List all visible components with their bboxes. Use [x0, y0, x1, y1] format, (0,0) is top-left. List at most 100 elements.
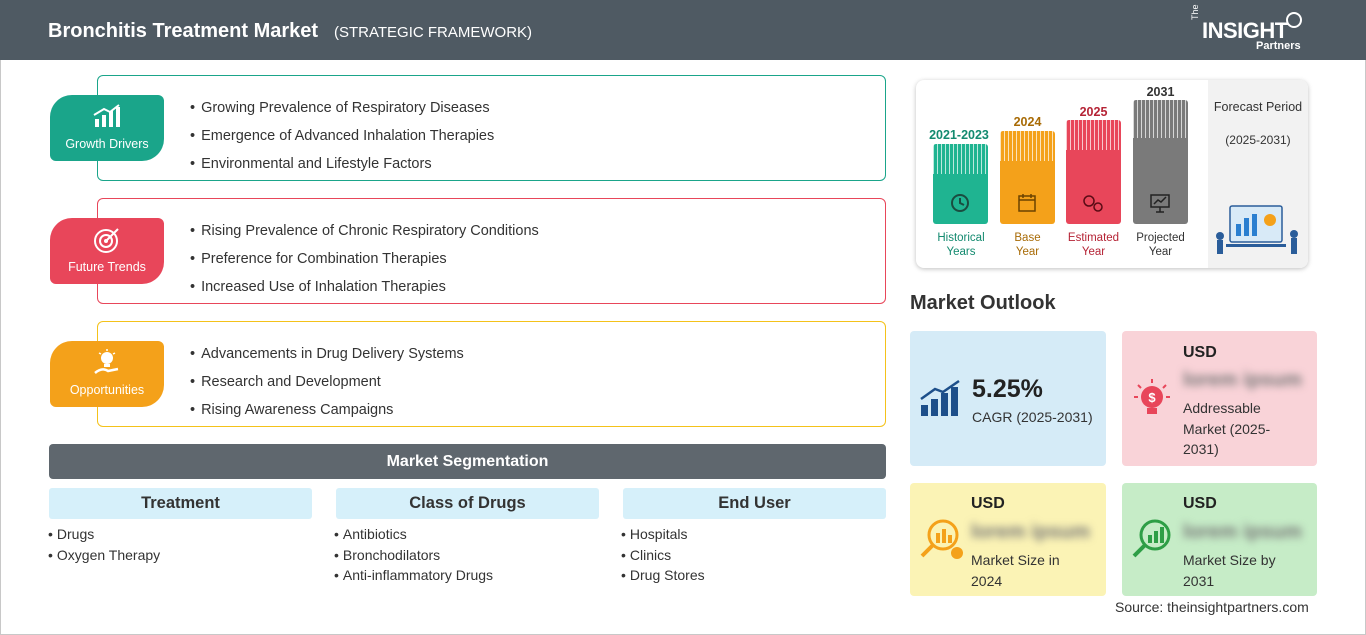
- growth-drivers-badge: Growth Drivers: [50, 95, 164, 161]
- bar-stripes: [933, 144, 988, 174]
- magnifier-growth-icon: [1132, 519, 1171, 558]
- list-item: Oxygen Therapy: [48, 545, 160, 566]
- cagr-card: 5.25% CAGR (2025-2031): [910, 331, 1106, 466]
- future-trends-list: Rising Prevalence of Chronic Respiratory…: [190, 217, 539, 301]
- segment-class-of-drugs-head: Class of Drugs: [336, 488, 599, 519]
- opportunities-list: Advancements in Drug Delivery Systems Re…: [190, 340, 464, 424]
- forecast-title-text: Forecast Period: [1213, 100, 1303, 114]
- segment-class-of-drugs-list: Antibiotics Bronchodilators Anti-inflamm…: [334, 524, 493, 586]
- gears-icon: [1083, 195, 1103, 212]
- presentation-board-icon: [1150, 194, 1170, 213]
- segment-treatment-list: Drugs Oxygen Therapy: [48, 524, 160, 565]
- opportunities-badge: Opportunities: [50, 341, 164, 407]
- addressable-market-card: $ USD lorem ipsum Addressable Market (20…: [1122, 331, 1317, 466]
- addressable-label: Addressable Market (2025-2031): [1183, 400, 1271, 457]
- caption-line: Year: [1148, 246, 1173, 258]
- list-item: Research and Development: [190, 368, 464, 396]
- caption-line: Estimated: [1067, 232, 1120, 244]
- logo-the-text: The: [1190, 4, 1200, 20]
- list-item: Rising Prevalence of Chronic Respiratory…: [190, 217, 539, 245]
- size-2031-usd-label: USD: [1183, 495, 1217, 512]
- money-bulb-icon: $: [1134, 379, 1170, 414]
- segment-end-user-head: End User: [623, 488, 886, 519]
- list-item: Rising Awareness Campaigns: [190, 396, 464, 424]
- caption-line: Historical: [937, 232, 985, 244]
- list-item: Growing Prevalence of Respiratory Diseas…: [190, 94, 494, 122]
- list-item: Advancements in Drug Delivery Systems: [190, 340, 464, 368]
- market-size-2031-card: USD lorem ipsum Market Size by 2031: [1122, 483, 1317, 596]
- page-title: Bronchitis Treatment Market: [48, 20, 319, 42]
- caption-line: Projected: [1136, 232, 1185, 244]
- forecast-title: Forecast Period: [1208, 100, 1308, 115]
- forecast-panel: Forecast Period (2025-2031): [1208, 80, 1308, 268]
- list-item: Preference for Combination Therapies: [190, 245, 539, 273]
- caption-line: Base: [1014, 232, 1041, 244]
- list-item: Hospitals: [621, 524, 705, 545]
- segment-treatment-head: Treatment: [49, 488, 312, 519]
- forecast-range: (2025-2031): [1225, 133, 1291, 147]
- size-2024-value-blurred: lorem ipsum: [971, 521, 1090, 543]
- addressable-usd-label: USD: [1183, 344, 1217, 361]
- calendar-icon: [1018, 194, 1036, 212]
- bar-chart-growth-icon: [93, 104, 120, 127]
- list-item: Clinics: [621, 545, 705, 566]
- cagr-value: 5.25%: [972, 375, 1043, 403]
- timeline-bar-historical: [933, 144, 988, 224]
- segment-end-user-list: Hospitals Clinics Drug Stores: [621, 524, 705, 586]
- logo-ring-icon: [1286, 12, 1302, 28]
- source-text: Source: theinsightpartners.com: [1115, 599, 1309, 615]
- timeline-bar-estimated: [1066, 120, 1121, 224]
- header-bar: Bronchitis Treatment Market (STRATEGIC F…: [0, 0, 1366, 60]
- lightbulb-hand-icon: [94, 349, 119, 374]
- future-trends-badge: Future Trends: [50, 218, 164, 284]
- list-item: Antibiotics: [334, 524, 493, 545]
- market-outlook-title: Market Outlook: [910, 292, 1056, 314]
- list-item: Emergence of Advanced Inhalation Therapi…: [190, 122, 494, 150]
- size-2031-label: Market Size by 2031: [1183, 552, 1276, 589]
- page-subtitle: (STRATEGIC FRAMEWORK): [334, 24, 533, 41]
- timeline-caption-base: Base Year: [1000, 231, 1055, 259]
- timeline-year-estimated: 2025: [1079, 105, 1108, 119]
- future-trends-label: Future Trends: [68, 260, 146, 274]
- target-icon: [94, 228, 119, 253]
- size-2031-value-blurred: lorem ipsum: [1183, 521, 1302, 543]
- caption-line: Year: [1081, 246, 1106, 258]
- timeline-year-projected: 2031: [1146, 85, 1175, 99]
- growth-drivers-list: Growing Prevalence of Respiratory Diseas…: [190, 94, 494, 178]
- timeline-bar-projected: [1133, 100, 1188, 224]
- history-clock-icon: [951, 194, 969, 212]
- list-item: Environmental and Lifestyle Factors: [190, 150, 494, 178]
- list-item: Drugs: [48, 524, 160, 545]
- list-item: Bronchodilators: [334, 545, 493, 566]
- cagr-label: CAGR (2025-2031): [972, 409, 1093, 425]
- insight-partners-logo: The INSIGHT Partners: [1190, 4, 1310, 54]
- growth-bars-icon: [920, 379, 960, 416]
- market-size-2024-card: USD lorem ipsum Market Size in 2024: [910, 483, 1106, 596]
- timeline-caption-projected: Projected Year: [1127, 231, 1194, 259]
- opportunities-box: Advancements in Drug Delivery Systems Re…: [97, 321, 886, 427]
- size-2024-usd-label: USD: [971, 495, 1005, 512]
- timeline-caption-historical: Historical Years: [924, 231, 998, 259]
- future-trends-box: Rising Prevalence of Chronic Respiratory…: [97, 198, 886, 304]
- bar-stripes: [1066, 120, 1121, 150]
- list-item: Anti-inflammatory Drugs: [334, 565, 493, 586]
- svg-text:$: $: [1148, 390, 1156, 405]
- analytics-dashboard-illustration-icon: [1216, 205, 1298, 254]
- caption-line: Years: [946, 246, 976, 258]
- timeline-caption-estimated: Estimated Year: [1060, 231, 1127, 259]
- market-segmentation-header: Market Segmentation: [49, 444, 886, 479]
- addressable-value-blurred: lorem ipsum: [1183, 369, 1302, 391]
- bar-stripes: [1000, 131, 1055, 161]
- magnifier-chart-icon: [920, 519, 963, 559]
- bar-stripes: [1133, 100, 1188, 138]
- growth-drivers-label: Growth Drivers: [65, 137, 149, 151]
- list-item: Increased Use of Inhalation Therapies: [190, 273, 539, 301]
- caption-line: Year: [1015, 246, 1040, 258]
- timeline-year-base: 2024: [1013, 115, 1042, 129]
- logo-insight-text: INSIGHT: [1202, 18, 1288, 43]
- timeline-year-historical: 2021-2023: [929, 128, 989, 142]
- opportunities-label: Opportunities: [69, 383, 145, 397]
- size-2024-label: Market Size in 2024: [971, 552, 1060, 589]
- logo-partners-text: Partners: [1256, 40, 1301, 52]
- growth-drivers-box: Growing Prevalence of Respiratory Diseas…: [97, 75, 886, 181]
